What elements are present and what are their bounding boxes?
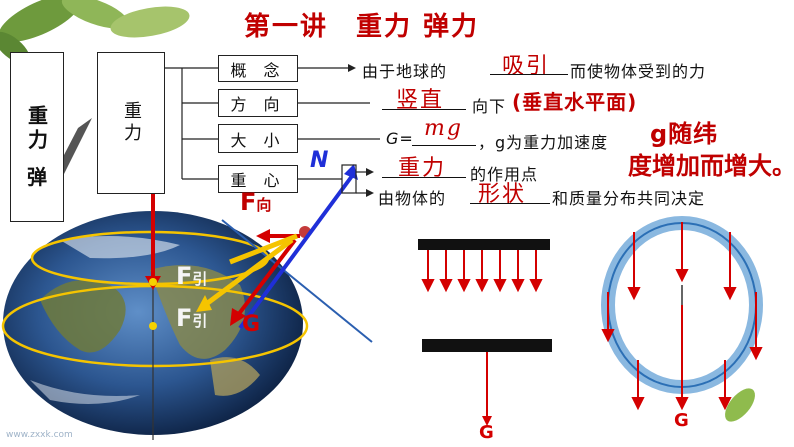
watermark: www.zxxk.com (6, 430, 73, 440)
gravity-main-label: 重力 (121, 101, 142, 145)
magnitude-answer: mg (424, 116, 463, 141)
gravitation-force-sub-2: 引 (192, 312, 208, 330)
center-underline-2 (470, 203, 550, 204)
concept-answer: 吸引 (502, 54, 551, 79)
magnitude-prefix: G= (386, 129, 414, 148)
gravitation-force-sub-1: 引 (192, 270, 208, 288)
leaf-bottom-icon (725, 388, 755, 422)
direction-suffix: 向下 (472, 97, 507, 116)
gravity-label-bar: G (479, 422, 495, 443)
center-suffix-2: 和质量分布共同决定 (552, 189, 706, 208)
magnitude-note-line1: g随纬 (650, 120, 719, 148)
center-prefix-2: 由物体的 (378, 189, 447, 208)
gravitation-force-label-1: F引 (176, 262, 207, 290)
category-concept-box: 概 念 (218, 55, 298, 82)
category-direction-box: 方 向 (218, 89, 298, 117)
magnitude-note-line2: 度增加而增大。 (628, 152, 794, 180)
direction-underline (382, 109, 466, 110)
category-direction-label: 方 向 (230, 95, 286, 114)
category-magnitude-label: 大 小 (230, 130, 286, 150)
category-center-box: 重 心 (218, 165, 298, 193)
center-underline-1 (382, 177, 466, 178)
concept-underline (490, 74, 568, 75)
gravity-main-box: 重力 (97, 52, 165, 194)
left-column-box: 重力 弹 (10, 52, 64, 222)
concept-suffix: 而使物体受到的力 (570, 62, 707, 81)
magnitude-underline (412, 145, 476, 146)
center-answer-1: 重力 (398, 156, 447, 181)
magnitude-suffix: ，g为重力加速度 (478, 133, 609, 152)
direction-note: (垂直水平面) (512, 90, 638, 114)
normal-force-label: N (310, 148, 330, 173)
direction-answer: 竖直 (396, 88, 445, 113)
concept-prefix: 由于地球的 (362, 62, 448, 81)
centripetal-force-label: F向 (240, 188, 271, 216)
category-center-label: 重 心 (230, 171, 286, 190)
center-suffix-1: 的作用点 (470, 165, 539, 184)
gravitation-force-label-2: F引 (176, 304, 207, 332)
left-label-gravity: 重力 (24, 105, 49, 153)
gravity-label-ring: G (674, 410, 690, 431)
centripetal-force-sub: 向 (256, 196, 272, 214)
center-answer-2: 形状 (478, 182, 527, 207)
left-label-elastic: 弹 (27, 165, 47, 189)
page-title: 第一讲 重力 弹力 (244, 12, 480, 42)
centripetal-force-letter: F (240, 188, 257, 216)
gravitation-force-letter-2: F (176, 304, 193, 332)
category-concept-label: 概 念 (230, 60, 286, 80)
category-magnitude-box: 大 小 (218, 124, 298, 153)
gravity-label-globe: G (242, 312, 262, 337)
gravitation-force-letter-1: F (176, 262, 193, 290)
